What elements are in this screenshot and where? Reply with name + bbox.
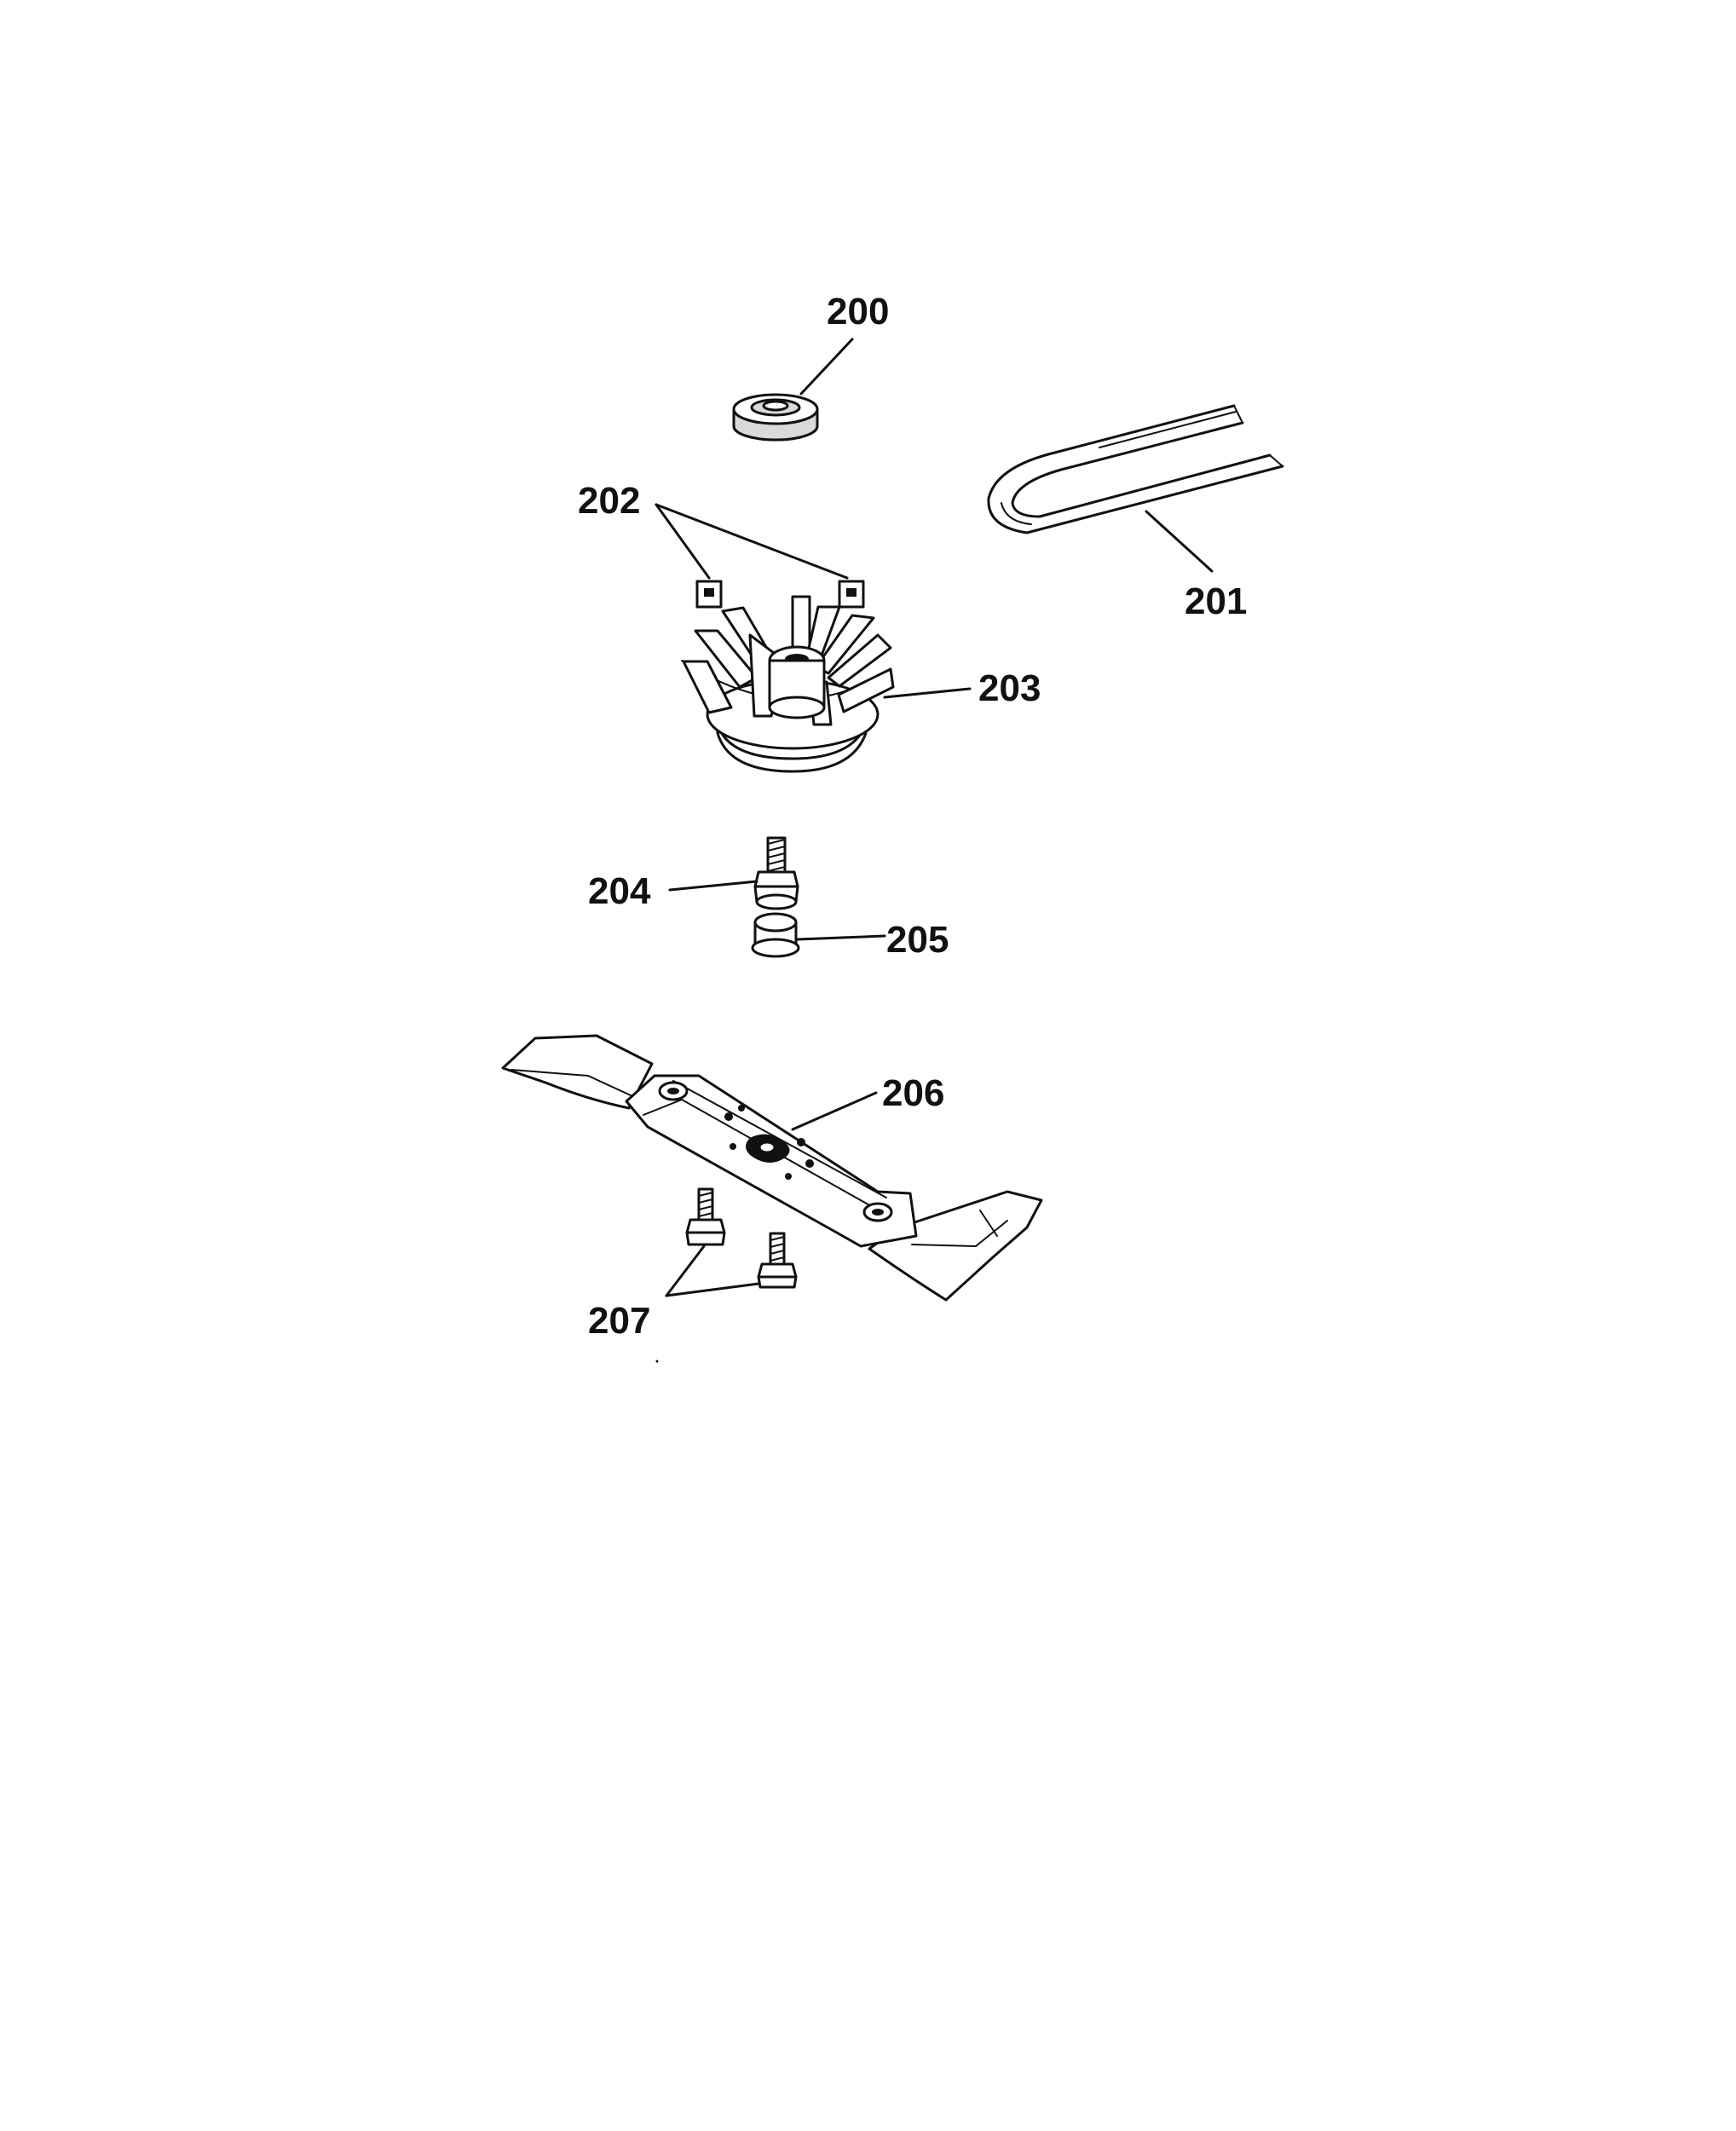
leader-line-202 — [655, 503, 849, 580]
leader-line-207 — [665, 1245, 706, 1297]
part-label-206[interactable]: 206 — [882, 1072, 944, 1114]
leader-line-201 — [1145, 510, 1214, 573]
part-206-mower-blade[interactable] — [501, 1034, 1043, 1302]
leader-line-203 — [883, 687, 972, 699]
part-label-204[interactable]: 204 — [588, 870, 651, 912]
part-label-207[interactable]: 207 — [588, 1300, 650, 1342]
leader-line-207 — [665, 1282, 760, 1297]
scan-dot — [655, 1360, 659, 1363]
part-label-202[interactable]: 202 — [578, 480, 640, 522]
part-label-200[interactable]: 200 — [827, 291, 889, 332]
leader-line-205 — [796, 934, 886, 941]
part-201-drive-belt[interactable] — [987, 404, 1284, 534]
part-207-blade-bolt[interactable] — [685, 1187, 726, 1246]
part-202-square-nut[interactable] — [695, 580, 723, 609]
part-200-pulley[interactable] — [732, 393, 819, 442]
part-207-blade-bolt[interactable] — [757, 1232, 798, 1289]
part-label-205[interactable]: 205 — [886, 919, 949, 961]
part-label-203[interactable]: 203 — [978, 667, 1041, 709]
part-203-fan-blade-carrier[interactable] — [681, 595, 895, 773]
leader-line-206 — [791, 1091, 878, 1131]
part-204-centre-bolt[interactable] — [753, 836, 799, 910]
part-label-201[interactable]: 201 — [1185, 580, 1247, 622]
leader-line-202 — [655, 503, 711, 580]
leader-line-204 — [668, 880, 758, 892]
leader-line-200 — [799, 338, 854, 396]
part-202-square-nut[interactable] — [838, 580, 865, 609]
part-205-bushing[interactable] — [751, 912, 800, 958]
